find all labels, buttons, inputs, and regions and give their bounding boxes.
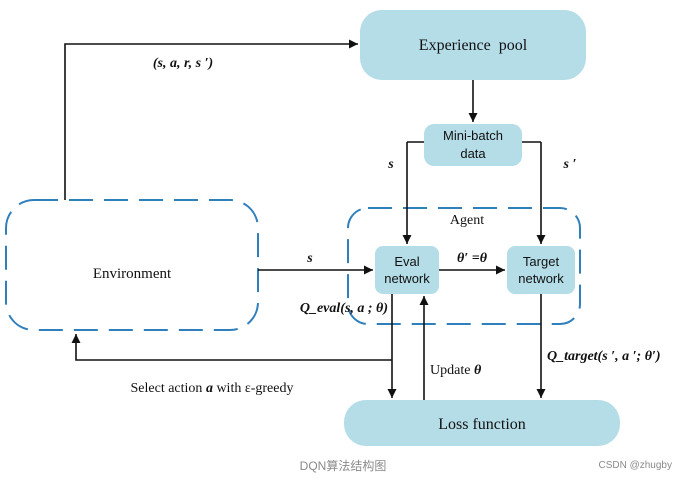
mini-batch-label-line2: data <box>460 146 486 161</box>
loss-function-node <box>344 400 620 446</box>
target-network-node <box>507 246 575 294</box>
diagram-caption: DQN算法结构图 <box>300 458 387 473</box>
transition-arrow <box>64 39 358 200</box>
mini-batch-label-line1: Mini-batch <box>443 128 503 143</box>
environment-label: Environment <box>93 266 172 282</box>
select-action-arrow <box>71 334 392 361</box>
target-network-label-line1: Target <box>523 254 560 269</box>
q-target-label: Q_target(s ′, a ′; θ′) <box>547 349 661 364</box>
update-text: Update <box>430 363 474 378</box>
copy-weights-label: θ′ =θ <box>457 251 488 266</box>
watermark: CSDN @zhugby <box>598 460 672 471</box>
mini-batch-node <box>424 124 522 166</box>
target-network-label-line2: network <box>518 271 564 286</box>
next-state-to-target-label: s ′ <box>563 157 577 172</box>
state-to-eval-label: s <box>387 157 394 172</box>
env-state-label: s <box>306 251 313 266</box>
environment-box <box>5 199 259 331</box>
eval-network-label-line2: network <box>384 271 430 286</box>
select-action-label: Select action a with ε-greedy <box>131 381 294 396</box>
select-action-symbol: a <box>206 381 213 396</box>
update-label: Update θ <box>430 363 482 378</box>
eval-network-node <box>375 246 439 294</box>
experience-pool-label: Experience pool <box>419 37 528 54</box>
select-prefix: Select action <box>131 381 206 396</box>
experience-pool-node <box>360 10 586 80</box>
select-suffix: with ε-greedy <box>213 381 294 396</box>
loss-function-label: Loss function <box>438 416 526 433</box>
eval-network-label-line1: Eval <box>394 254 419 269</box>
agent-box <box>347 207 581 325</box>
agent-label: Agent <box>450 213 484 228</box>
update-theta: θ <box>474 363 482 378</box>
transition-label: (s, a, r, s ′) <box>153 56 213 71</box>
q-eval-label: Q_eval(s, a ; θ) <box>300 301 388 316</box>
